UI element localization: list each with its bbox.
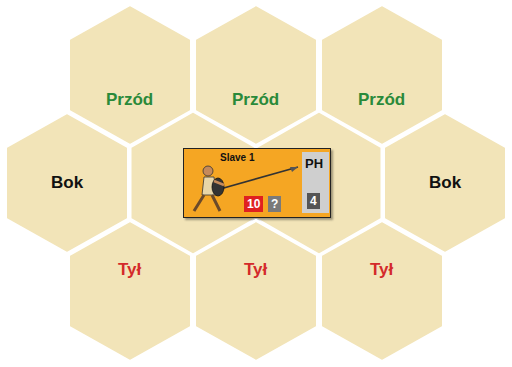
spear-tip: [290, 167, 298, 172]
stat-strip: [302, 152, 329, 213]
hex-cell: [69, 221, 192, 362]
hex-label: Tył: [118, 260, 141, 280]
soldier-shield: [212, 178, 224, 196]
hex-label: Bok: [51, 173, 83, 193]
soldier-arm: [214, 181, 224, 185]
hex-field: Tył: [193, 219, 319, 363]
hex-field: Tył: [67, 219, 193, 363]
hex-outline: [319, 219, 445, 363]
hex-cell: [321, 221, 444, 362]
hex-outline: [67, 219, 193, 363]
hex-cell: [195, 221, 318, 362]
hex-label: Bok: [429, 173, 461, 193]
hex-outline: [193, 219, 319, 363]
hex-label: Tył: [370, 260, 393, 280]
hex-field: Tył: [319, 219, 445, 363]
unit-counter: Slave 1 PH 10? 4: [183, 148, 331, 218]
hidden-value: ?: [268, 196, 281, 212]
soldier-legs: [194, 195, 220, 211]
hex-label: Przód: [106, 90, 153, 110]
unit-name: Slave 1: [220, 152, 254, 164]
hex-label: Tył: [244, 260, 267, 280]
hex-field: Przód: [193, 3, 319, 147]
hex-label: Przód: [232, 90, 279, 110]
hex-outline: [193, 3, 319, 147]
strength-value: 10: [244, 196, 263, 212]
movement-value: 4: [307, 193, 320, 209]
soldier-head: [203, 166, 213, 176]
unit-type: PH: [305, 156, 323, 172]
hex-label: Przód: [358, 90, 405, 110]
hex-cell: [195, 5, 318, 146]
